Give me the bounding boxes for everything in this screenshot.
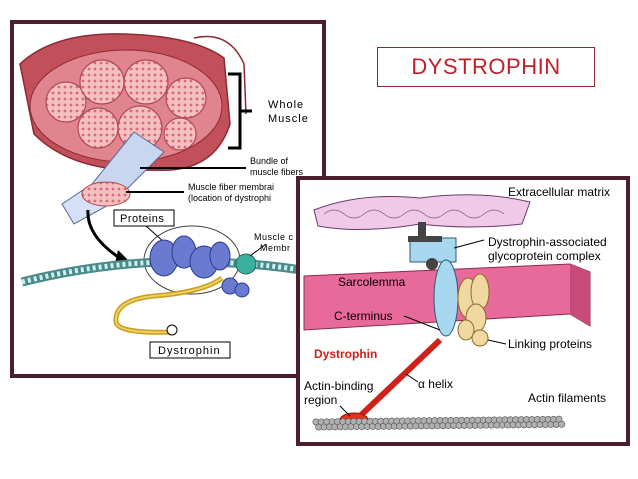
muscle-fiber-bundle	[61, 131, 165, 225]
title-box: DYSTROPHIN	[377, 47, 595, 87]
membrane-label-1: Muscle fiber membrai	[188, 182, 274, 192]
actin-binding-label-1: Actin-binding	[304, 379, 373, 393]
muscle-cell-label-1: Muscle c	[254, 232, 294, 242]
membrane-protein-complex	[20, 225, 315, 298]
whole-muscle-label-2: Muscle	[268, 113, 309, 125]
dystrophin-label-right: Dystrophin	[314, 347, 377, 361]
proteins-label: Proteins	[120, 213, 164, 225]
dystrophin-complex-panel: Extracellular matrix Sarcolemma Dystroph…	[296, 176, 630, 446]
actin-filaments	[312, 415, 566, 431]
dystrophin-rod	[355, 337, 443, 421]
c-terminus-label: C-terminus	[334, 309, 393, 323]
bundle-label-1: Bundle of	[250, 156, 289, 166]
muscle-hierarchy-panel: Whole Muscle Bundle of muscle fibers Mus…	[10, 20, 326, 378]
linking-proteins-label: Linking proteins	[508, 337, 592, 351]
whole-muscle-label-1: Whole	[268, 99, 304, 111]
sarcolemma-label: Sarcolemma	[338, 275, 406, 289]
actin-filaments-label: Actin filaments	[528, 391, 606, 405]
muscle-hierarchy-diagram: Whole Muscle Bundle of muscle fibers Mus…	[19, 33, 315, 359]
muscle-cell-label-2: Membr	[260, 243, 291, 253]
actin-binding-label-2: region	[304, 393, 337, 407]
dystrophin-complex-diagram: Extracellular matrix Sarcolemma Dystroph…	[303, 185, 610, 431]
alpha-helix-label: α helix	[418, 377, 453, 391]
extracellular-matrix-label: Extracellular matrix	[508, 185, 610, 199]
bundle-label-2: muscle fibers	[250, 167, 304, 177]
glycoprotein-complex	[408, 222, 490, 347]
membrane-label-2: (location of dystrophi	[188, 193, 271, 203]
dag-label-2: glycoprotein complex	[488, 249, 601, 263]
dystrophin-label-left: Dystrophin	[158, 345, 221, 357]
page-title: DYSTROPHIN	[411, 54, 561, 79]
dag-label-1: Dystrophin-associated	[488, 235, 607, 249]
